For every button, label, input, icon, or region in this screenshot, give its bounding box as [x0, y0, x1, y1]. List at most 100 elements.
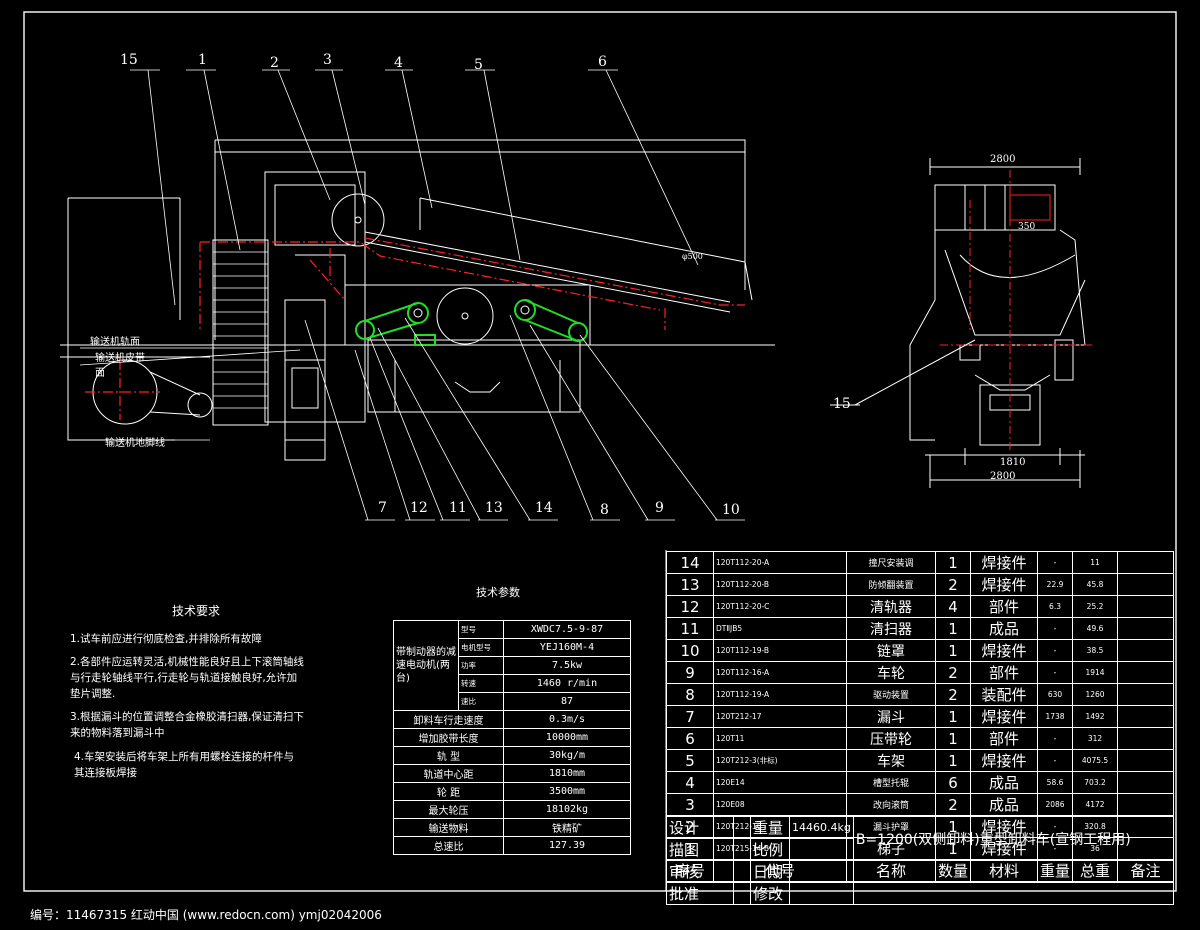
bom-cell-mat: 焊接件	[970, 639, 1039, 662]
param-value: 铁精矿	[503, 818, 631, 837]
bom-cell-total: 25.2	[1072, 595, 1119, 618]
bom-cell-name: 槽型托辊	[846, 771, 936, 794]
foot-wheel-label: 输送机地脚线	[105, 438, 165, 449]
bom-cell-note	[1117, 661, 1174, 684]
param-key: 轨 型	[393, 746, 504, 765]
bom-cell-code: 120T112-20-A	[713, 551, 847, 574]
bom-cell-note	[1117, 551, 1174, 574]
bom-cell-qty: 1	[934, 705, 972, 728]
side-view	[830, 158, 1086, 488]
bom-cell-total: 1914	[1072, 661, 1119, 684]
param-value: YEJ160M-4	[503, 638, 631, 657]
callout-5: 5	[474, 57, 483, 73]
bom-cell-total: 11	[1072, 551, 1119, 574]
param-key: 功率	[458, 656, 504, 675]
bom-cell-w: -	[1037, 661, 1074, 684]
bom-cell-name: 车架	[846, 749, 936, 772]
param-key: 增加胶带长度	[393, 728, 504, 747]
bom-cell-name: 压带轮	[846, 727, 936, 750]
tech-req-line: 4.车架安装后将车架上所有用螺栓连接的杆件与	[74, 751, 295, 763]
bom-cell-code: 120E14	[713, 771, 847, 794]
dim-track: 1810	[1000, 457, 1026, 468]
tb-design: 设计	[666, 816, 734, 839]
bom-cell-total: 4172	[1072, 793, 1119, 816]
param-key: 转速	[458, 674, 504, 693]
bom-cell-name: 清扫器	[846, 617, 936, 640]
tb-rev-label: 修改	[750, 882, 790, 905]
tech-req-line: 2.各部件应运转灵活,机械性能良好且上下滚筒轴线	[70, 656, 304, 668]
param-value: 10000mm	[503, 728, 631, 747]
callout-13: 13	[485, 500, 503, 516]
bom-cell-no: 10	[666, 639, 714, 662]
bom-cell-qty: 1	[934, 727, 972, 750]
param-key: 电机型号	[458, 638, 504, 657]
callout-10: 10	[722, 502, 740, 518]
bom-cell-mat: 部件	[970, 661, 1039, 684]
param-value: 7.5kw	[503, 656, 631, 675]
bom-cell-no: 13	[666, 573, 714, 596]
callout-9: 9	[655, 500, 664, 516]
tb-approve: 批准	[666, 882, 734, 905]
tb-date	[789, 860, 854, 883]
param-value: 1810mm	[503, 764, 631, 783]
bom-cell-note	[1117, 727, 1174, 750]
tech-params-table: 带制动器的减速电动机(两台) 型号 XWDC7.5-9-87 电机型号 YEJ1…	[393, 620, 631, 855]
bom-cell-mat: 焊接件	[970, 705, 1039, 728]
bom-cell-qty: 1	[934, 749, 972, 772]
drawing-border	[23, 11, 1177, 892]
tech-req-line: 来的物料落到漏斗中	[70, 727, 165, 739]
bom-cell-no: 5	[666, 749, 714, 772]
bom-cell-qty: 1	[934, 551, 972, 574]
param-key: 输送物料	[393, 818, 504, 837]
param-value: 30kg/m	[503, 746, 631, 765]
callout-14: 14	[535, 500, 553, 516]
bom-cell-note	[1117, 705, 1174, 728]
bom-cell-mat: 成品	[970, 793, 1039, 816]
dim-small-mark: φ500	[682, 252, 703, 261]
bom-cell-w: -	[1037, 617, 1074, 640]
bom-cell-code: 120E08	[713, 793, 847, 816]
param-key: 最大轮压	[393, 800, 504, 819]
bom-cell-code: 120T112-20-B	[713, 573, 847, 596]
belt-face-label: 输送机皮带	[95, 353, 145, 364]
bom-cell-w: 630	[1037, 683, 1074, 706]
tb-blank	[733, 860, 751, 883]
tb-scale-label: 比例	[750, 838, 790, 861]
callout-1: 1	[198, 52, 207, 68]
tb-blank	[852, 882, 1175, 905]
bom-cell-qty: 1	[934, 639, 972, 662]
bom-cell-name: 防倾翻装置	[846, 573, 936, 596]
bom-cell-name: 清轨器	[846, 595, 936, 618]
bom-cell-total: 49.6	[1072, 617, 1119, 640]
bom-cell-name: 驱动装置	[846, 683, 936, 706]
belt-face-label-2: 面	[95, 368, 105, 379]
bom-cell-code: DTⅡJB5	[713, 617, 847, 640]
param-value: 127.39	[503, 836, 631, 855]
param-value: 0.3m/s	[503, 710, 631, 729]
tb-date-label: 日期	[750, 860, 790, 883]
callout-8: 8	[600, 502, 609, 518]
callout-2: 2	[270, 55, 279, 71]
bom-cell-no: 4	[666, 771, 714, 794]
tech-req-line: 垫片调整.	[70, 688, 116, 700]
callout-3: 3	[323, 52, 332, 68]
bom-cell-name: 漏斗	[846, 705, 936, 728]
callout-11: 11	[449, 500, 467, 516]
bom-cell-no: 7	[666, 705, 714, 728]
dim-inner: 350	[1018, 222, 1036, 232]
param-key: 型号	[458, 620, 504, 639]
bom-cell-total: 703.2	[1072, 771, 1119, 794]
bom-cell-qty: 4	[934, 595, 972, 618]
bom-cell-mat: 装配件	[970, 683, 1039, 706]
bom-cell-total: 4075.5	[1072, 749, 1119, 772]
bom-cell-w: -	[1037, 551, 1074, 574]
bom-cell-no: 12	[666, 595, 714, 618]
tb-title: B=1200(双侧卸料)重型卸料车(宣钢工程用)	[852, 816, 1175, 861]
bom-cell-total: 38.5	[1072, 639, 1119, 662]
bom-cell-no: 8	[666, 683, 714, 706]
bom-cell-mat: 部件	[970, 595, 1039, 618]
